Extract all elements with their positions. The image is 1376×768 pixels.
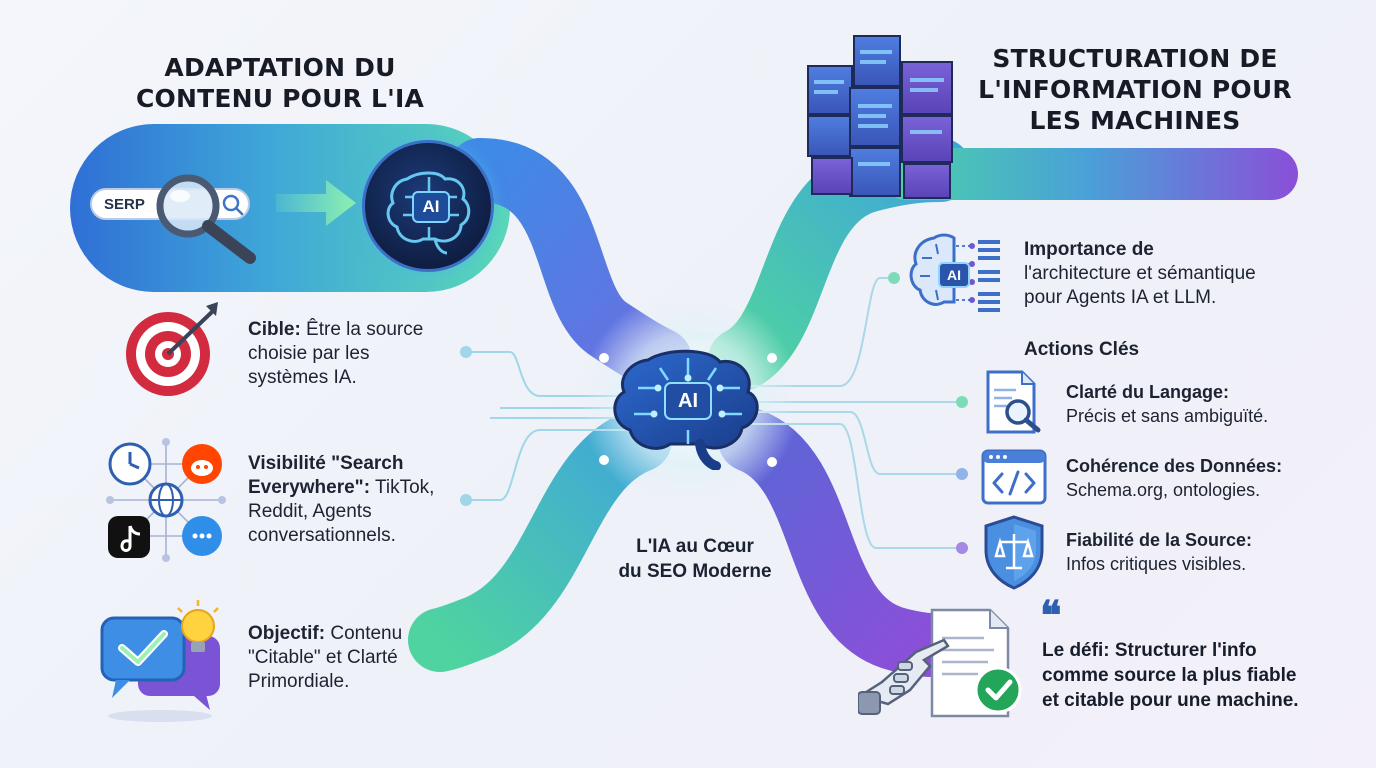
ai-badge-right: AI	[938, 262, 970, 288]
importance-line3: pour Agents IA et LLM.	[1024, 287, 1217, 308]
flow-bottom-right	[718, 408, 962, 677]
right-title: STRUCTURATION DE L'INFORMATION POUR LES …	[970, 43, 1300, 136]
sparkles	[599, 353, 777, 467]
left-title-line1: ADAPTATION DU	[164, 53, 396, 82]
cible-text-3: systèmes IA.	[248, 367, 357, 388]
top-right-bar	[880, 148, 1298, 200]
visibilite-text-2: TikTok,	[370, 477, 435, 498]
objectif-text-3: Primordiale.	[248, 671, 350, 692]
magnifier-icon	[156, 174, 256, 264]
action-clarte-desc: Précis et sans ambiguïté.	[1066, 406, 1269, 426]
right-connector-dots	[888, 272, 968, 554]
left-title: ADAPTATION DU CONTENU POUR L'IA	[120, 52, 440, 114]
center-caption-line2: du SEO Moderne	[618, 561, 772, 582]
action-coherence-label: Cohérence des Données:	[1066, 456, 1283, 476]
serp-label: SERP	[104, 196, 145, 213]
right-title-line3: LES MACHINES	[1029, 106, 1241, 135]
shield-scale-icon	[984, 515, 1044, 590]
action-fiabilite: Fiabilité de la Source: Infos critiques …	[1066, 528, 1366, 576]
left-connector-dots	[460, 346, 472, 506]
right-connectors	[740, 277, 962, 549]
visibilite-text-4: conversationnels.	[248, 525, 396, 546]
cible-text-1: Être la source	[300, 319, 424, 340]
ai-badge-top-left: AI	[412, 191, 450, 223]
cible-text-2: choisie par les	[248, 343, 370, 364]
actions-title: Actions Clés	[1024, 339, 1140, 360]
action-fiabilite-label: Fiabilité de la Source:	[1066, 530, 1253, 550]
action-clarte-label: Clarté du Langage:	[1066, 382, 1230, 402]
objectif-text-2: "Citable" et Clarté	[248, 647, 398, 668]
visibilite-text-3: Reddit, Agents	[248, 501, 372, 522]
quote-line2: comme source la plus fiable	[1042, 665, 1297, 686]
ai-badge-center: AI	[664, 382, 712, 420]
item-objectif: Objectif: Contenu "Citable" et Clarté Pr…	[248, 622, 448, 694]
target-icon	[126, 302, 218, 396]
robot-hand-document-icon	[858, 608, 1022, 718]
right-title-line2: L'INFORMATION POUR	[978, 75, 1292, 104]
quote-line3: et citable pour une machine.	[1042, 690, 1299, 711]
action-clarte: Clarté du Langage: Précis et sans ambigu…	[1066, 380, 1366, 428]
quote-text: Le défi: Structurer l'info comme source …	[1042, 638, 1342, 713]
action-coherence-desc: Schema.org, ontologies.	[1066, 480, 1261, 500]
left-title-line2: CONTENU POUR L'IA	[135, 84, 425, 113]
chat-check-bulb-icon	[100, 600, 220, 722]
search-small-icon	[222, 194, 244, 216]
item-cible: Cible: Être la source choisie par les sy…	[248, 318, 458, 390]
importance-line1: Importance de	[1024, 239, 1154, 260]
visibilite-label-1: Visibilité "Search	[248, 453, 404, 474]
social-network-icon	[106, 438, 226, 562]
objectif-label: Objectif:	[248, 623, 326, 644]
top-left-brain-circle: AI	[362, 140, 494, 272]
quote-line1: Le défi: Structurer l'info	[1042, 640, 1257, 661]
center-caption: L'IA au Cœur du SEO Moderne	[600, 534, 790, 584]
center-caption-line1: L'IA au Cœur	[636, 536, 754, 557]
code-window-icon	[981, 449, 1047, 505]
flow-bottom-left	[408, 408, 672, 672]
quote-mark-icon: ❝	[1040, 592, 1062, 639]
document-search-icon	[986, 370, 1041, 434]
action-coherence: Cohérence des Données: Schema.org, ontol…	[1066, 454, 1366, 502]
action-fiabilite-desc: Infos critiques visibles.	[1066, 554, 1247, 574]
visibilite-label-2: Everywhere":	[248, 477, 371, 498]
cible-label: Cible:	[248, 319, 301, 340]
importance-line2: l'architecture et sémantique	[1024, 263, 1256, 284]
right-title-line1: STRUCTURATION DE	[992, 44, 1278, 73]
importance-text: Importance de l'architecture et sémantiq…	[1024, 238, 1324, 310]
server-cubes-icon	[807, 35, 953, 199]
arrow-right-icon	[276, 180, 356, 226]
objectif-text-1: Contenu	[325, 623, 403, 644]
item-visibilite: Visibilité "Search Everywhere": TikTok, …	[248, 452, 468, 548]
